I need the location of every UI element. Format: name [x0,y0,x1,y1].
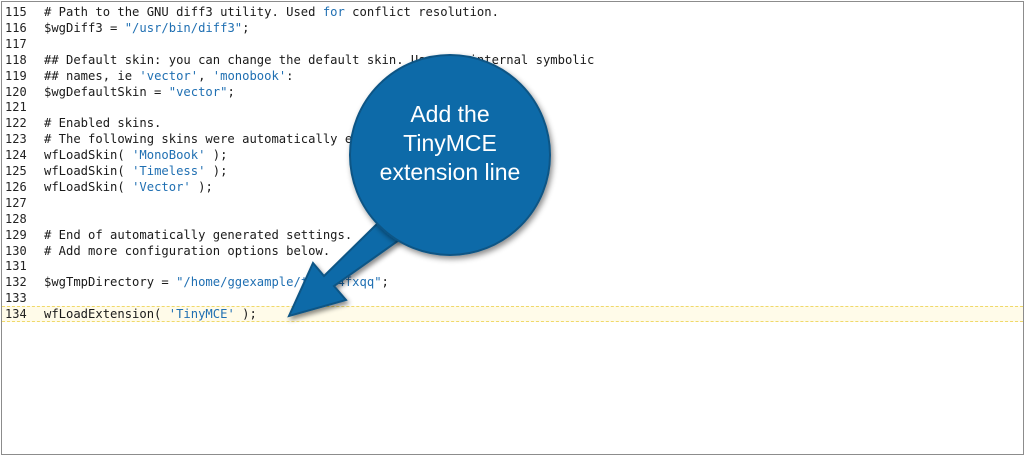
code-line[interactable]: $wgDefaultSkin = "vector"; [44,84,1023,100]
code-line[interactable]: # End of automatically generated setting… [44,227,1023,243]
line-number: 122 [5,116,27,131]
code-string: 'vector' [139,68,199,83]
code-string: "vector" [168,84,228,99]
code-string: 'TinyMCE' [168,307,235,322]
line-number: 117 [5,36,27,51]
line-number: 129 [5,227,27,242]
code-string: 'Vector' [132,179,191,194]
line-number: 130 [5,243,27,258]
callout-circle [349,54,551,256]
code-text: # End of automatically generated setting… [44,227,353,242]
code-string: 'Timeless' [132,164,206,178]
code-text: $wgTmpDirectory = [44,275,177,290]
code-string: 'MonoBook' [132,148,206,163]
line-number: 134 [5,307,27,322]
code-line[interactable]: wfLoadSkin( 'MonoBook' ); [44,147,1023,163]
line-number: 120 [5,84,27,99]
callout-text: Add the TinyMCE extension line [379,101,521,185]
code-text: , [198,68,213,83]
code-line[interactable]: wfLoadSkin( 'Timeless' ); [44,163,1023,179]
line-number: 121 [5,100,27,115]
line-number: 123 [5,132,27,147]
code-text: wfLoadSkin( [44,164,133,178]
code-text: ; [242,20,250,35]
line-number: 119 [5,68,27,83]
line-number: 132 [5,275,27,290]
code-line[interactable]: wfLoadSkin( 'Vector' ); [44,179,1023,195]
code-line[interactable]: # Enabled skins. [44,115,1023,131]
line-number: 128 [5,211,27,226]
line-number: 133 [5,291,27,306]
code-string: "/usr/bin/diff3" [124,20,243,35]
code-line[interactable]: $wgDiff3 = "/usr/bin/diff3"; [44,20,1023,36]
arrow-shape [287,216,404,318]
code-text: wfLoadSkin( [44,148,133,163]
code-keyword: for [322,5,345,19]
code-text: ; [381,275,389,290]
code-text: # Path to the GNU diff3 utility. Used [44,5,323,19]
line-number: 131 [5,259,27,274]
line-number: 115 [5,5,27,19]
code-text: ); [190,179,213,194]
code-text: conflict resolution. [344,5,499,19]
code-text: wfLoadSkin( [44,179,133,194]
code-text: ## names, ie [44,68,140,83]
code-line-active[interactable]: wfLoadExtension( 'TinyMCE' ); [2,306,1023,323]
code-text: ); [205,148,228,163]
code-string: 'monobook' [212,68,287,83]
code-text: : [286,68,294,83]
code-text: ); [205,164,228,178]
code-text: $wgDiff3 = [44,20,125,35]
code-line[interactable]: ## names, ie 'vector', 'monobook': [44,68,1023,84]
annotation-callout: Add the TinyMCE extension line [345,50,555,260]
code-text: # Enabled skins. [44,116,162,131]
line-number: 127 [5,195,27,210]
code-text: wfLoadExtension( [44,307,169,322]
line-number: 126 [5,179,27,194]
line-number: 118 [5,52,27,67]
code-line[interactable]: # Add more configuration options below. [44,243,1023,259]
line-number: 124 [5,148,27,163]
line-number: 116 [5,20,27,35]
line-number: 125 [5,164,27,178]
code-text: # Add more configuration options below. [44,243,331,258]
code-text: ); [234,307,257,322]
code-text: $wgDefaultSkin = [44,84,169,99]
code-line[interactable]: # Path to the GNU diff3 utility. Used fo… [44,4,1023,20]
code-text: ; [227,84,235,99]
